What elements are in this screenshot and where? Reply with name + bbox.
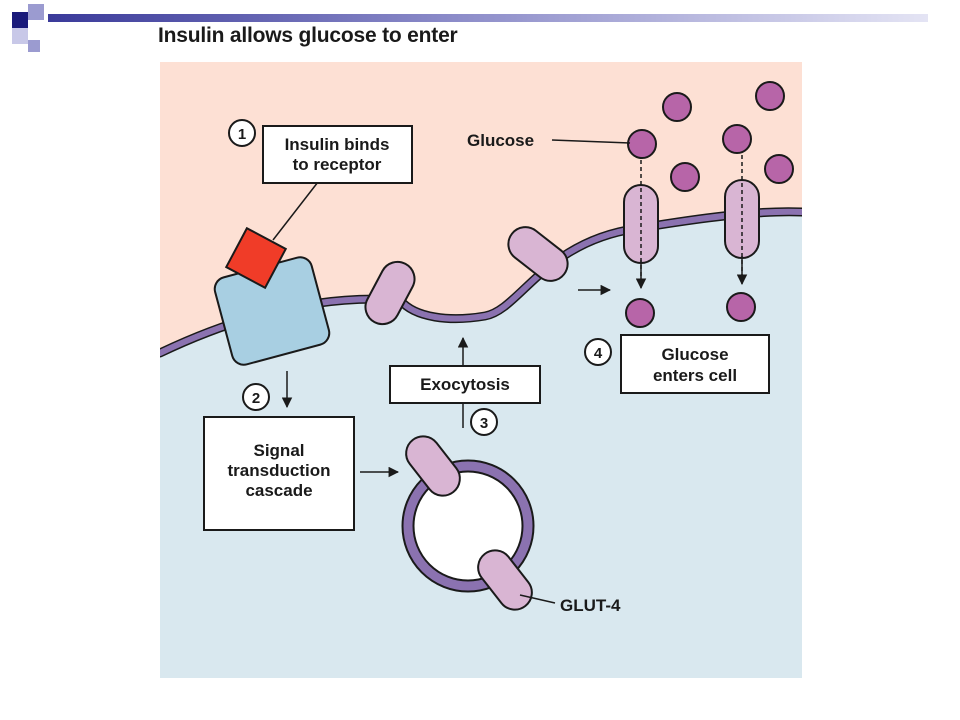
glucose-molecule bbox=[726, 292, 756, 322]
step-1-number: 1 bbox=[238, 126, 246, 143]
slide-decoration-square bbox=[12, 12, 28, 28]
step-box-1 bbox=[262, 125, 413, 184]
step-box-4 bbox=[620, 334, 770, 394]
step-4-label: enters cell bbox=[653, 366, 737, 385]
glut4-transporter bbox=[364, 260, 416, 326]
step-2-label: cascade bbox=[245, 481, 312, 500]
glucose-label: Glucose bbox=[467, 131, 534, 150]
step-number-circle bbox=[228, 119, 256, 147]
slide-header-bar bbox=[48, 14, 928, 22]
step-2-label: Signal bbox=[253, 441, 304, 460]
insulin-molecule bbox=[224, 226, 288, 290]
leader-line bbox=[272, 181, 319, 241]
step-2-label: transduction bbox=[228, 461, 331, 480]
vesicle bbox=[403, 461, 533, 591]
slide-decoration-square bbox=[12, 28, 28, 44]
glucose-molecule bbox=[670, 162, 700, 192]
step-number-circle bbox=[470, 408, 498, 436]
leader-line bbox=[551, 139, 631, 144]
step-1-label: to receptor bbox=[293, 155, 382, 174]
step-4-number: 4 bbox=[594, 345, 603, 362]
glut4-transporter bbox=[477, 549, 533, 611]
step-3-label: Exocytosis bbox=[420, 375, 510, 394]
slide-decoration-square bbox=[28, 4, 44, 20]
glucose-molecule bbox=[722, 124, 752, 154]
step-4-label: Glucose bbox=[661, 345, 728, 364]
step-2-number: 2 bbox=[252, 390, 260, 407]
glucose-molecule bbox=[662, 92, 692, 122]
glut4-transporter bbox=[405, 435, 461, 497]
step-number-circle bbox=[584, 338, 612, 366]
step-box-2 bbox=[203, 416, 355, 531]
step-number-circle bbox=[242, 383, 270, 411]
step-box-3 bbox=[389, 365, 541, 404]
glucose-molecule bbox=[755, 81, 785, 111]
glucose-molecule bbox=[627, 129, 657, 159]
glut4-label: GLUT-4 bbox=[560, 596, 621, 615]
leader-line bbox=[519, 594, 556, 604]
step-1-label: Insulin binds bbox=[285, 135, 390, 154]
glucose-molecule bbox=[764, 154, 794, 184]
glut4-transporter bbox=[507, 226, 569, 282]
glucose-molecule bbox=[625, 298, 655, 328]
slide-decoration-square bbox=[28, 40, 40, 52]
step-3-number: 3 bbox=[480, 415, 488, 432]
slide-title: Insulin allows glucose to enter bbox=[158, 24, 458, 47]
